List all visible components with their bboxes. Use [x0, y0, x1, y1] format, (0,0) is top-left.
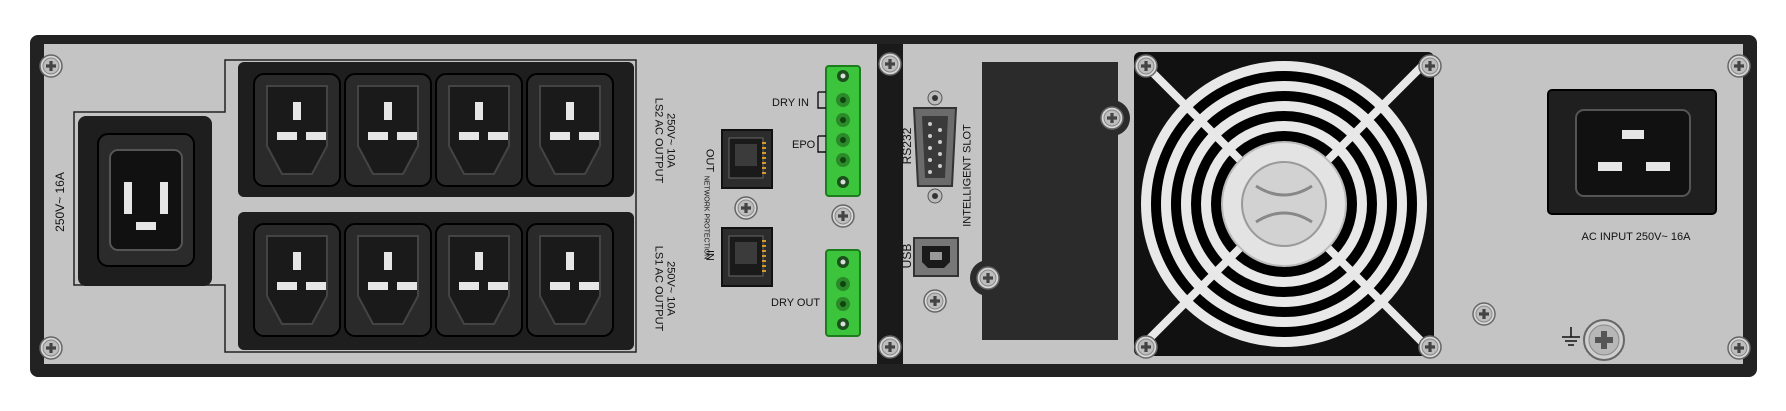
outlet-16a-rating-label: 250V~ 16A: [53, 172, 67, 232]
iec-c13-outlet-icon: [253, 73, 341, 187]
rj45-port-icon: [721, 129, 773, 189]
ac-input-label: AC INPUT 250V~ 16A: [1581, 231, 1691, 243]
intelligent-slot-label: INTELLIGENT SLOT: [961, 124, 974, 227]
usb-b-port-icon: [913, 237, 959, 277]
ls1-rating-label: 250V~ 10A: [664, 261, 677, 316]
screw-icon: [734, 196, 758, 220]
screw-icon: [1134, 335, 1158, 359]
net-in-label: IN: [703, 250, 716, 261]
screw-icon: [1418, 54, 1442, 78]
iec-c13-outlet-icon: [435, 223, 523, 337]
screw-icon: [1100, 106, 1124, 130]
ground-symbol-icon: [1562, 327, 1580, 346]
ls1-title-label: LS1 AC OUTPUT: [652, 245, 665, 332]
screw-icon: [923, 289, 947, 313]
rs232-label: RS232: [900, 127, 914, 165]
screw-icon: [831, 204, 855, 228]
screw-icon: [1418, 335, 1442, 359]
screw-icon: [878, 335, 902, 359]
screw-icon: [1727, 336, 1751, 360]
net-out-label: OUT: [703, 148, 716, 173]
screw-icon: [39, 336, 63, 360]
screw-icon: [39, 54, 63, 78]
iec-c13-outlet-icon: [526, 73, 614, 187]
dry-in-label: DRY IN: [772, 97, 809, 109]
dry-out-label: DRY OUT: [771, 297, 821, 309]
iec-c19-outlet-icon: [78, 116, 212, 286]
screw-icon: [878, 52, 902, 76]
iec-c13-outlet-icon: [344, 73, 432, 187]
iec-c13-outlet-icon: [344, 223, 432, 337]
screw-icon: [1472, 302, 1496, 326]
screw-icon: [976, 266, 1000, 290]
center-divider: [877, 44, 903, 364]
terminal-brackets: [817, 91, 826, 153]
ls2-outlet-bank: [238, 62, 634, 197]
fan-grille-icon: [1134, 52, 1434, 356]
iec-c13-outlet-icon: [526, 223, 614, 337]
ground-screw-icon: [1583, 319, 1625, 361]
ls2-title-label: LS2 AC OUTPUT: [652, 97, 665, 184]
iec-c13-outlet-icon: [253, 223, 341, 337]
usb-label: USB: [900, 243, 914, 269]
screw-icon: [1727, 54, 1751, 78]
terminal-block-icon: [825, 249, 861, 337]
db9-port-icon: [912, 90, 958, 204]
terminal-block-icon: [825, 65, 861, 197]
screw-icon: [1134, 54, 1158, 78]
rj45-port-icon: [721, 227, 773, 287]
ls1-outlet-bank: [238, 212, 634, 350]
epo-label: EPO: [792, 139, 816, 151]
iec-c13-outlet-icon: [435, 73, 523, 187]
ls2-rating-label: 250V~ 10A: [664, 113, 677, 168]
iec-c20-inlet-icon: [1547, 89, 1717, 215]
